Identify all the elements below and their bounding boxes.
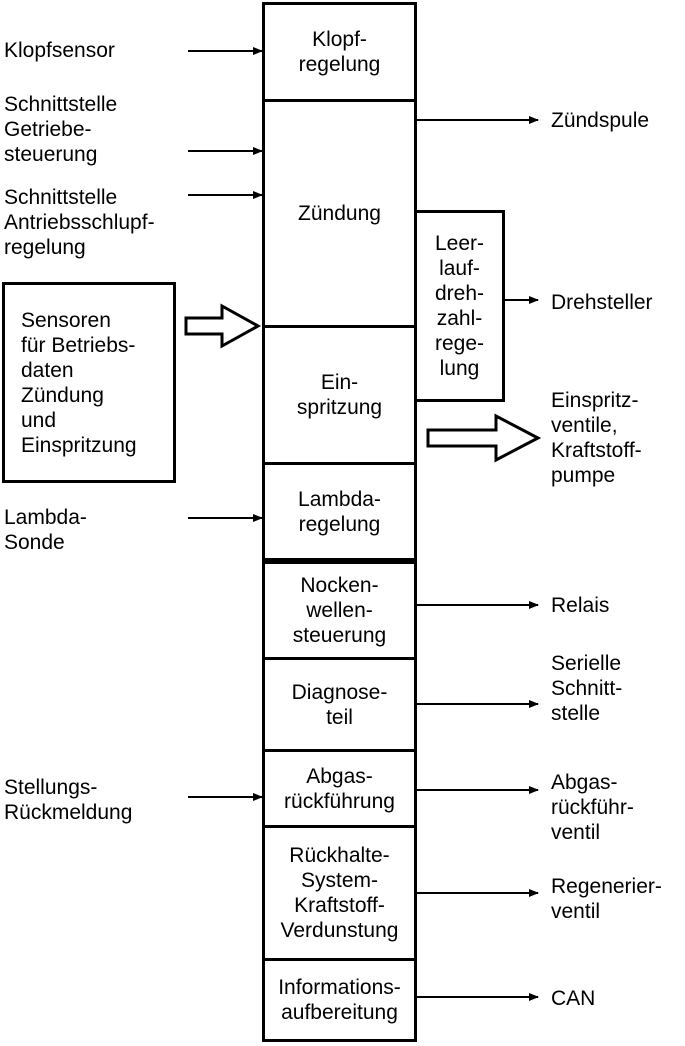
output-zuendspule: Zündspule	[551, 109, 650, 132]
output-relais: Relais	[551, 594, 610, 617]
block-abgasrueckfuehrung: Abgas- rückführung	[262, 749, 417, 828]
block-rueckhaltesystem-label: Rückhalte- System- Kraftstoff- Verdunstu…	[280, 844, 399, 942]
block-diagnoseteil-label: Diagnose- teil	[291, 680, 388, 729]
block-einspritzung-label: Ein- spritzung	[296, 371, 383, 419]
block-nockenwellensteuerung: Nocken- wellen- steuerung	[262, 561, 417, 660]
input-getriebe: Schnittstelle Getriebe- steuerung	[4, 93, 118, 166]
block-zuendung-label: Zündung	[298, 202, 381, 225]
hollow-arrow-sensoren	[184, 303, 262, 349]
input-lambdasonde: Lambda- Sonde	[4, 506, 87, 554]
output-abgasventil: Abgas- rückführ- ventil	[551, 771, 634, 844]
block-nockenwellensteuerung-label: Nocken- wellen- steuerung	[292, 574, 387, 647]
input-stellung: Stellungs- Rückmeldung	[4, 776, 133, 824]
output-can: CAN	[551, 987, 596, 1010]
block-leerlaufdrehzahlregelung: Leer- lauf- dreh- zahl- rege- lung	[414, 210, 505, 402]
block-lambdaregelung-label: Lambda- regelung	[298, 487, 381, 536]
block-einspritzung: Ein- spritzung	[262, 325, 417, 465]
input-sensoren-label: Sensoren für Betriebs- daten Zündung und…	[21, 308, 137, 457]
block-informationsaufbereitung-label: Informations- aufbereitung	[278, 976, 401, 1024]
output-seriell: Serielle Schnitt- stelle	[551, 652, 623, 725]
input-antriebsschlupf: Schnittstelle Antriebsschlupf- regelung	[4, 186, 155, 259]
block-zuendung: Zündung	[262, 99, 417, 328]
block-diagnoseteil: Diagnose- teil	[262, 657, 417, 752]
block-klopfregelung: Klopf- regelung	[262, 2, 417, 102]
block-informationsaufbereitung: Informations- aufbereitung	[262, 958, 417, 1042]
input-box-sensoren: Sensoren für Betriebs- daten Zündung und…	[2, 282, 176, 483]
block-abgasrueckfuehrung-label: Abgas- rückführung	[284, 764, 395, 813]
hollow-arrow-einspritzventile	[426, 413, 542, 463]
output-regenerierventil: Regenerier- ventil	[551, 875, 662, 923]
block-klopfregelung-label: Klopf- regelung	[298, 28, 381, 76]
input-klopfsensor: Klopfsensor	[4, 39, 115, 62]
block-lambdaregelung: Lambda- regelung	[262, 462, 417, 561]
output-einspritzventile: Einspritz- ventile, Kraftstoff- pumpe	[551, 389, 642, 487]
block-leerlaufdrehzahlregelung-label: Leer- lauf- dreh- zahl- rege- lung	[434, 232, 485, 380]
output-drehsteller: Drehsteller	[551, 291, 653, 314]
block-rueckhaltesystem: Rückhalte- System- Kraftstoff- Verdunstu…	[262, 825, 417, 961]
